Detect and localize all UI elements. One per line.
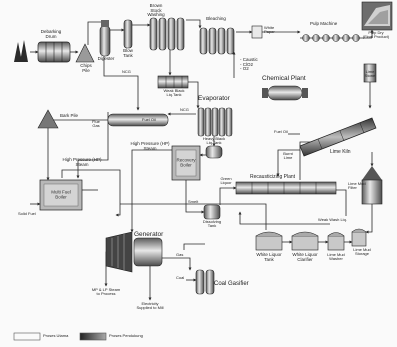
label-heavy-black-liq-tank: Heavy Black Liq.Tank: [203, 137, 225, 145]
label-evaporator: Evaporator: [198, 96, 230, 103]
label-dissolving-tank: Dissolving Tank: [203, 220, 221, 228]
label-lime-mud-storage: Lime Mud Storage: [353, 248, 371, 256]
label-chemical-plant: Chemical Plant: [262, 76, 306, 83]
weak-black-liquor-tank: [158, 76, 188, 88]
label-white-paper: White Paper: [264, 26, 275, 34]
white-paper: [252, 26, 262, 38]
label-white-liquor-tank: White Liquor Tank: [256, 253, 281, 262]
recausticizing-plant: [236, 182, 336, 194]
legend-label-supporting: Proses Pendukung: [109, 334, 143, 338]
label-gas: Gas: [176, 253, 183, 257]
label-white-liquor-clarifier: White Liquor Clarifier: [292, 253, 317, 262]
label-multi-fuel-boiler: Multi Fuel Boiler: [51, 190, 71, 199]
label-ncg-mid: NCG: [180, 108, 189, 112]
label-weak-black-liq-tank: Weak Black Liq.Tank: [163, 89, 184, 97]
legend-label-main: Proses Utama: [43, 334, 68, 338]
label-chemicals: - Caustic - ClO2 - O2: [240, 58, 258, 72]
label-electricity: Electricity Supplied to Mill: [136, 302, 163, 310]
bark-pile: [38, 110, 58, 128]
label-coal-gasifier: Coal Gasifier: [214, 281, 249, 287]
lime-mud-washer: [328, 233, 344, 251]
wood-logs-icon: [14, 40, 28, 62]
coal-gasifier: [196, 270, 214, 294]
label-hp-steam-left: High Pressure (HP) Steam: [62, 158, 101, 167]
label-lime-stone: Lime Stone: [365, 70, 375, 78]
label-smelt: Smelt: [188, 200, 198, 204]
label-fuel-oil-right: Fuel Oil: [274, 130, 288, 134]
dissolving-tank: [204, 205, 220, 219]
label-bleaching: Bleaching: [206, 17, 226, 22]
heavy-black-liquor-tank: [206, 146, 222, 158]
label-chips-pile: Chips Pile: [80, 64, 92, 73]
chemical-plant: [262, 86, 308, 100]
blow-tank: [124, 20, 132, 48]
legend-swatch-main: [14, 333, 40, 340]
label-fuel-oil-left: Fuel Oil: [142, 118, 156, 122]
label-lime-mud-filter: Lime Mud Filter: [348, 182, 366, 190]
digester: [100, 20, 110, 56]
label-brown-stock-washing: Brown Stock Washing: [147, 4, 164, 18]
label-weak-wash-liq: Weak Wash Liq.: [318, 218, 347, 222]
label-mp-lp-steam: MP & LP Steam to Process: [92, 288, 120, 296]
label-hp-steam-mid: High Pressure (HP) Steam: [130, 142, 169, 151]
label-green-liquor: Green Liquor: [220, 177, 231, 185]
label-bark-pile: Bark Pile: [60, 114, 78, 119]
lime-mud-storage: [352, 229, 366, 246]
label-digester: Digester: [98, 57, 115, 62]
debarking-drum: [38, 42, 70, 62]
label-coal: Coal: [176, 276, 184, 280]
label-ncg-top: NCG: [122, 70, 131, 74]
label-burnt-lime: Burnt Lime: [283, 152, 293, 160]
label-pulp-dry: Pulp Dry (Final Product): [363, 31, 389, 39]
legend-swatch-supporting: [80, 333, 106, 340]
label-blow-tank: Blow Tank: [123, 49, 133, 58]
evaporator: [198, 108, 232, 136]
label-pulp-machine: Pulp Machine: [310, 22, 337, 27]
label-solid-fuel: Solid Fuel: [18, 212, 36, 216]
label-lime-kiln: Lime Kiln: [330, 150, 351, 155]
white-liquor-clarifier: [292, 232, 318, 250]
ncg-vessel: [108, 114, 168, 126]
pulp-dry-photo: [362, 2, 392, 30]
chips-pile: [76, 44, 94, 62]
label-generator: Generator: [134, 232, 163, 239]
label-lime-mud-washer: Lime Mud Washer: [327, 253, 345, 261]
label-recovery-boiler: Recovery Boiler: [176, 158, 195, 167]
label-recausticizing-plant: Recausticizing Plant: [250, 175, 295, 180]
label-debarking-drum: Debarking Drum: [41, 30, 62, 39]
bleaching-towers: [200, 28, 234, 54]
brown-stock-washing: [150, 18, 184, 50]
label-flue-gas: Flue Gas: [92, 120, 100, 128]
white-liquor-tank: [256, 232, 282, 250]
